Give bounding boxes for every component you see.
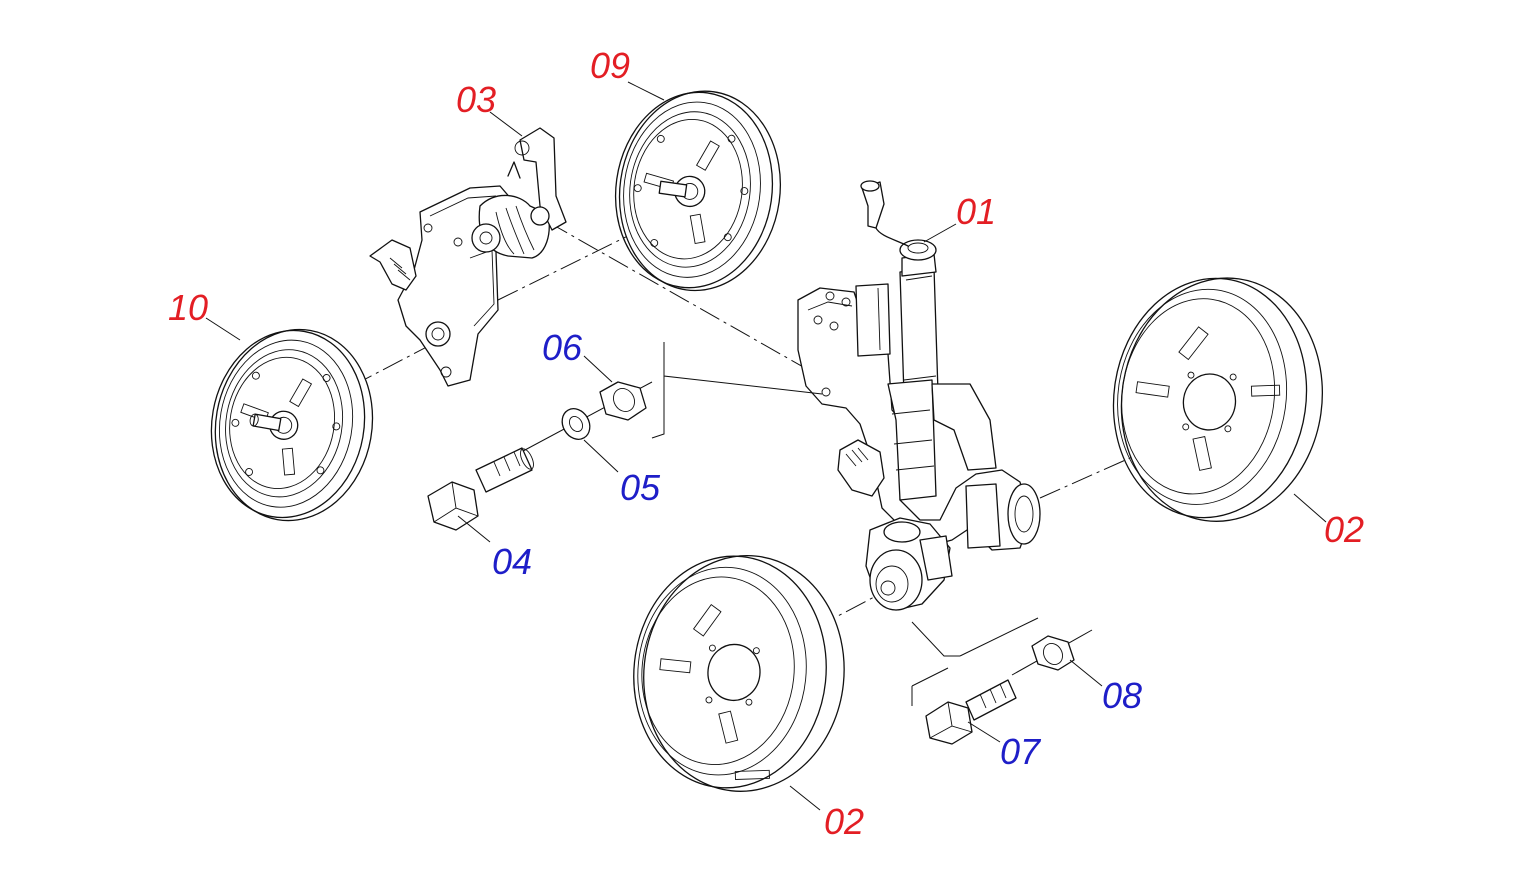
bolt-04 <box>427 447 534 531</box>
callout-07: 07 <box>1000 731 1042 772</box>
callout-08: 08 <box>1102 675 1142 716</box>
nut-08 <box>1031 635 1075 671</box>
callout-01: 01 <box>956 191 996 232</box>
callouts: 09 03 01 10 06 05 04 02 08 07 02 <box>168 45 1364 842</box>
gauge-wheel-09 <box>614 90 782 292</box>
group-bracket-lower <box>911 617 1039 706</box>
gauge-wheel-10 <box>210 328 374 522</box>
callout-02-bottom: 02 <box>824 801 864 842</box>
hub-assembly <box>865 517 953 611</box>
gauge-wheel-arm-03 <box>369 127 567 387</box>
callout-05: 05 <box>620 467 661 508</box>
washer-05 <box>561 408 591 440</box>
depth-frame-01 <box>797 180 1041 551</box>
callout-09: 09 <box>590 45 630 86</box>
callout-06: 06 <box>542 327 583 368</box>
callout-03: 03 <box>456 79 496 120</box>
group-bracket-upper <box>651 342 823 439</box>
callout-10: 10 <box>168 287 208 328</box>
callout-02-right: 02 <box>1324 509 1364 550</box>
press-wheel-02-bottom <box>633 554 845 792</box>
leader-lines <box>205 81 1327 811</box>
bolt-07 <box>925 679 1017 745</box>
nut-06 <box>599 381 647 421</box>
callout-04: 04 <box>492 541 532 582</box>
press-wheel-02-right <box>1112 277 1324 522</box>
